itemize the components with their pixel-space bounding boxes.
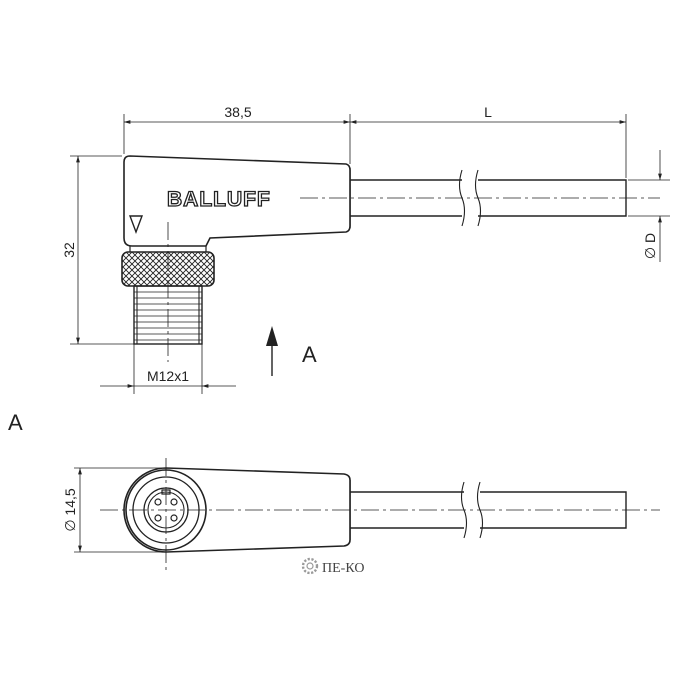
side-view: BALLUFF 38,5 L	[61, 104, 670, 394]
view-arrow-label: A	[302, 342, 317, 367]
dimension-cable-diameter-label: ∅ D	[642, 233, 658, 259]
dimension-body-length: 38,5	[123, 104, 351, 164]
dimension-cable-diameter: ∅ D	[628, 150, 670, 262]
dimension-cable-length-label: L	[484, 104, 492, 120]
front-view: ∅ 14,5	[62, 458, 660, 570]
connector-body: BALLUFF	[123, 155, 351, 247]
view-arrow: A	[266, 326, 317, 376]
dimension-height-label: 32	[61, 242, 77, 258]
watermark: ПЕ-КО	[301, 557, 364, 576]
coding-key	[161, 489, 171, 495]
contact-pin	[154, 514, 162, 522]
contact-pin	[170, 498, 178, 506]
pin-marker-icon	[128, 215, 144, 234]
watermark-text: ПЕ-КО	[322, 561, 364, 576]
contact-pin	[154, 498, 162, 506]
gear-icon	[301, 557, 319, 575]
section-label: A	[8, 410, 23, 435]
dimension-thread: M12x1	[100, 344, 236, 394]
dimension-thread-label: M12x1	[147, 368, 189, 384]
dimension-body-length-label: 38,5	[224, 104, 251, 120]
dimension-diameter: ∅ 14,5	[62, 467, 162, 553]
dimension-height: 32	[61, 155, 134, 345]
contact-pin	[170, 514, 178, 522]
brand-logo: BALLUFF	[167, 188, 271, 211]
dimension-cable-length: L	[350, 104, 627, 178]
dimension-diameter-label: ∅ 14,5	[62, 488, 78, 532]
